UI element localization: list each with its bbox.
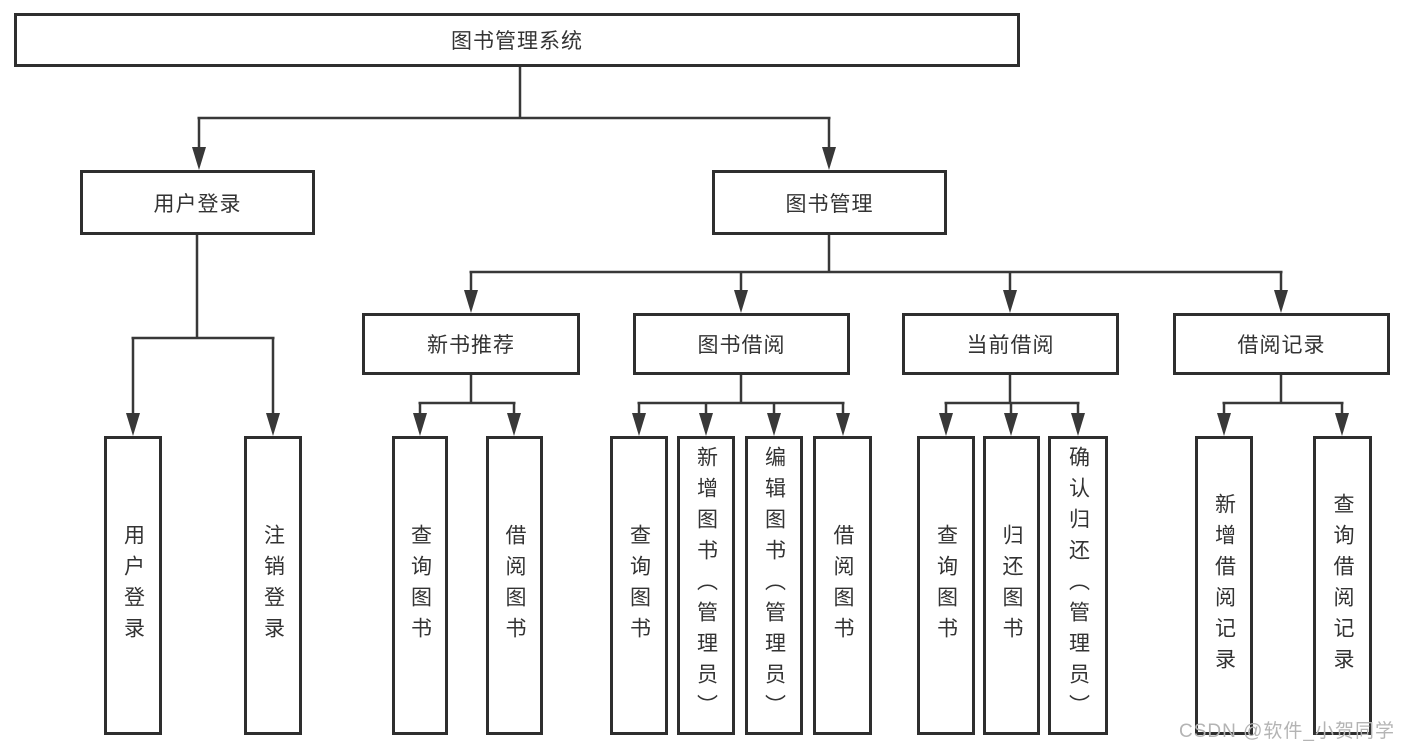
leaf-logout: 注销登录 (244, 436, 302, 735)
node-new-book-recommend: 新书推荐 (362, 313, 580, 375)
leaf-borrow-query-books: 查询图书 (610, 436, 668, 735)
leaf-return-books-label: 归还图书 (1000, 523, 1023, 648)
leaf-recommend-borrow-books: 借阅图书 (486, 436, 543, 735)
leaf-logout-label: 注销登录 (261, 523, 285, 648)
leaf-add-borrow-record: 新增借阅记录 (1195, 436, 1253, 735)
csdn-watermark: CSDN @软件_小贺同学 (1179, 721, 1395, 742)
node-book-borrow: 图书借阅 (633, 313, 850, 375)
leaf-add-borrow-record-label: 新增借阅记录 (1212, 492, 1236, 679)
leaf-edit-books-admin: 编辑图书（管理员） (745, 436, 803, 735)
node-root-label: 图书管理系统 (451, 30, 583, 53)
leaf-edit-books-admin-label: 编辑图书（管理员） (762, 446, 786, 725)
leaf-user-login-label: 用户登录 (121, 523, 145, 648)
leaf-confirm-return-admin-label: 确认归还（管理员） (1066, 446, 1090, 725)
node-new-book-recommend-label: 新书推荐 (427, 334, 515, 357)
leaf-add-books-admin-label: 新增图书（管理员） (694, 446, 718, 725)
node-book-management-label: 图书管理 (785, 192, 874, 216)
leaf-query-borrow-record-label: 查询借阅记录 (1331, 492, 1354, 679)
leaf-borrow-books: 借阅图书 (813, 436, 872, 735)
leaf-confirm-return-admin: 确认归还（管理员） (1048, 436, 1108, 735)
leaf-borrow-books-label: 借阅图书 (831, 523, 854, 648)
node-book-management: 图书管理 (712, 170, 947, 235)
leaf-current-query-books: 查询图书 (917, 436, 975, 735)
leaf-recommend-borrow-books-label: 借阅图书 (503, 523, 526, 648)
leaf-current-query-books-label: 查询图书 (934, 523, 958, 648)
node-book-borrow-label: 图书借阅 (697, 334, 786, 357)
leaf-add-books-admin: 新增图书（管理员） (677, 436, 735, 735)
node-borrow-records-label: 借阅记录 (1237, 334, 1326, 357)
node-root: 图书管理系统 (14, 13, 1020, 67)
node-user-login-group-label: 用户登录 (153, 192, 242, 216)
node-borrow-records: 借阅记录 (1173, 313, 1390, 375)
node-current-borrow: 当前借阅 (902, 313, 1119, 375)
leaf-return-books: 归还图书 (983, 436, 1040, 735)
node-user-login-group: 用户登录 (80, 170, 315, 235)
leaf-query-borrow-record: 查询借阅记录 (1313, 436, 1372, 735)
leaf-borrow-query-books-label: 查询图书 (627, 523, 651, 648)
leaf-recommend-query-books-label: 查询图书 (408, 523, 432, 648)
node-current-borrow-label: 当前借阅 (966, 334, 1055, 357)
leaf-user-login: 用户登录 (104, 436, 162, 735)
leaf-recommend-query-books: 查询图书 (392, 436, 448, 735)
